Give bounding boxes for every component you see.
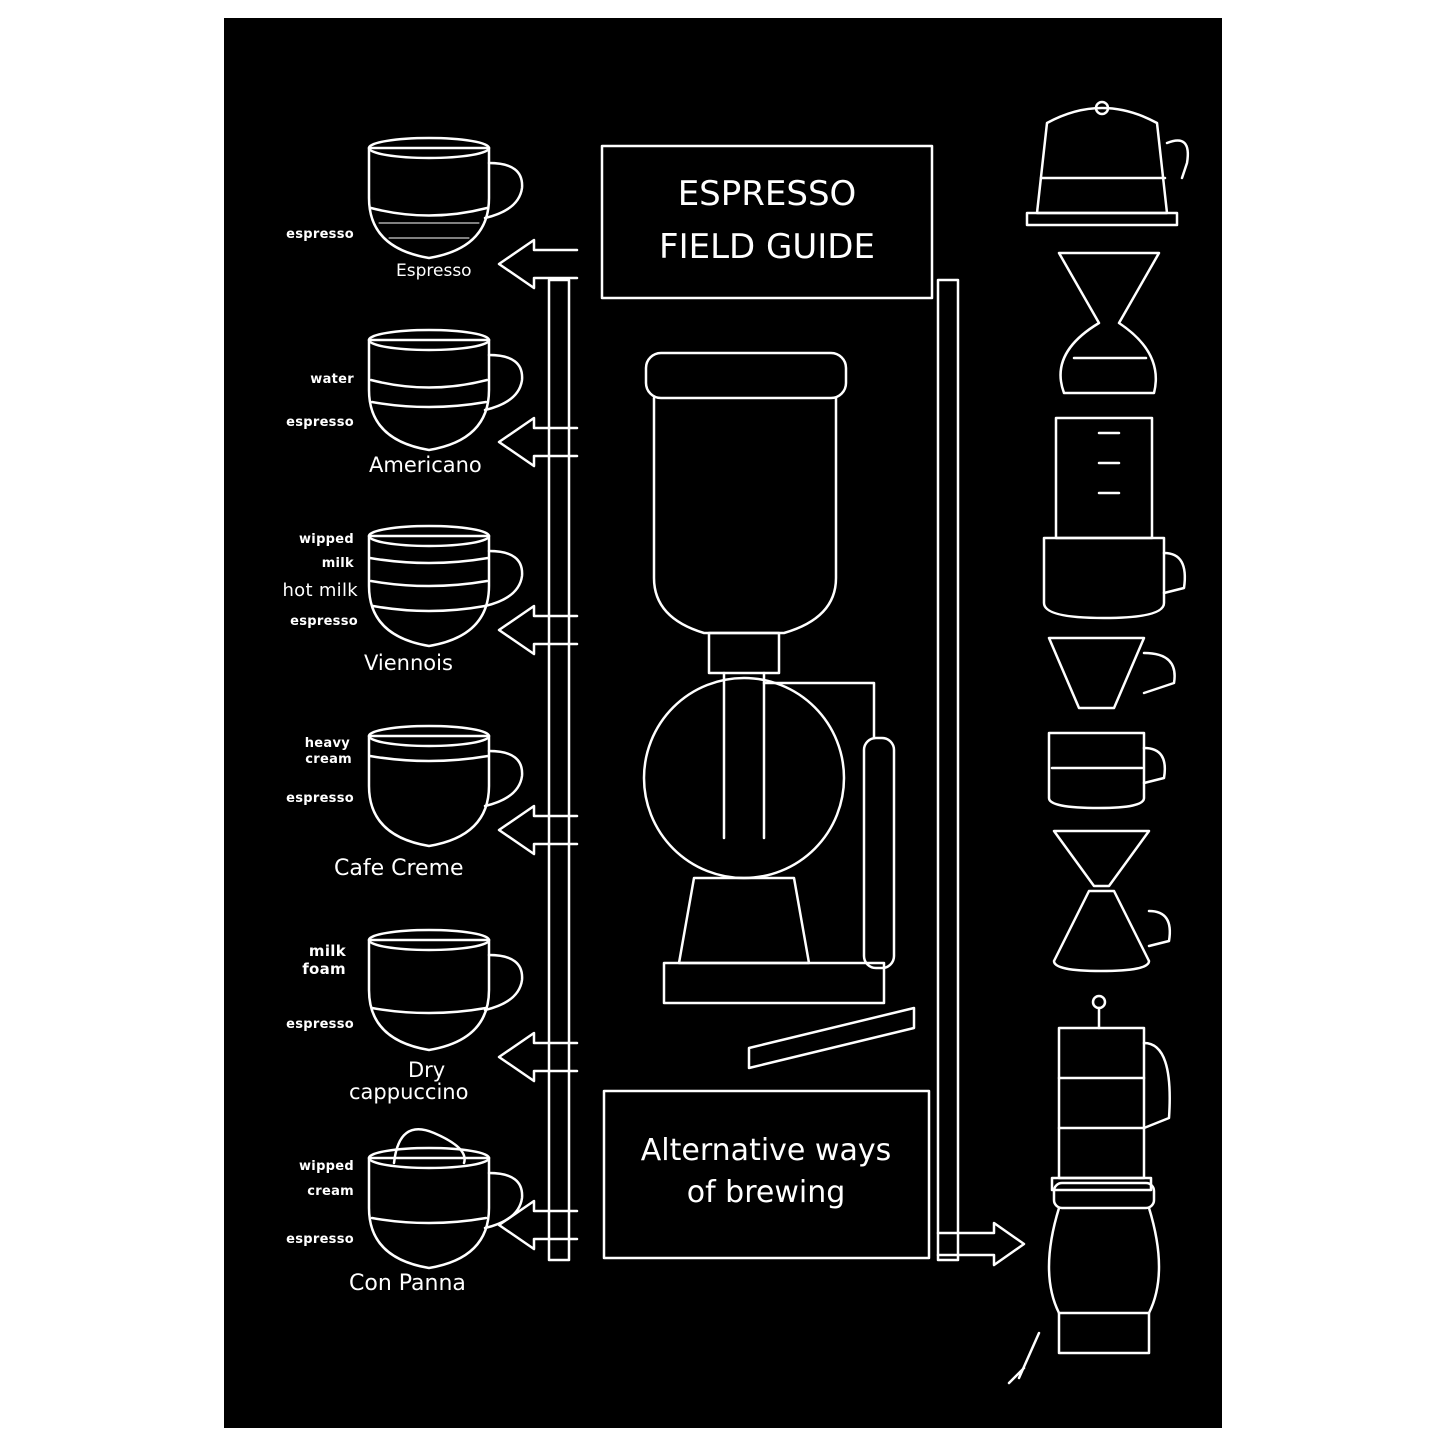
drink-dry-cappuccino-name-line-1: Dry xyxy=(408,1058,446,1082)
cup-dry-cappuccino-icon xyxy=(367,928,524,1052)
drink-dry-cappuccino-layer-2: foam xyxy=(302,960,346,978)
title-line-2: FIELD GUIDE xyxy=(659,226,875,267)
arrow-viennois xyxy=(497,604,579,656)
drink-viennois-layer-3: hot milk xyxy=(282,580,358,601)
title: ESPRESSO FIELD GUIDE xyxy=(617,168,917,273)
arrow-americano xyxy=(497,416,579,468)
drink-americano-layer-1: water xyxy=(310,372,354,387)
title-box xyxy=(600,144,934,300)
drink-con-panna-layer-2: cream xyxy=(307,1184,354,1199)
drink-cafe-creme-layer-3: espresso xyxy=(286,791,354,806)
french-press-icon xyxy=(1050,994,1171,1192)
drink-dry-cappuccino-name-line-2: cappuccino xyxy=(349,1080,469,1104)
subtitle-line-1: Alternative ways xyxy=(640,1133,892,1168)
cup-cafe-creme-icon xyxy=(367,724,524,848)
title-line-1: ESPRESSO xyxy=(677,174,857,214)
drink-americano-name: Americano xyxy=(369,453,482,477)
left-arrows xyxy=(497,238,579,1251)
arrow-dry-cappuccino xyxy=(497,1031,579,1083)
cup-viennois-icon xyxy=(367,524,524,648)
dripper-with-cup-icon xyxy=(1047,636,1176,810)
siphon-coffee-maker-icon xyxy=(642,351,916,1070)
subtitle-box xyxy=(602,1089,931,1260)
drink-viennois-layer-1: wipped xyxy=(299,532,354,547)
drink-viennois-layer-4: espresso xyxy=(290,614,358,629)
drink-americano-layer-2: espresso xyxy=(286,415,354,430)
illustration-layer xyxy=(367,100,1190,1385)
drink-cafe-creme-name: Cafe Creme xyxy=(334,856,464,881)
cup-espresso-icon xyxy=(367,136,524,260)
drink-viennois-layer-2: milk xyxy=(321,556,354,571)
cup-americano-icon xyxy=(367,328,524,452)
arrow-right xyxy=(936,1221,1026,1267)
drink-con-panna-name: Con Panna xyxy=(349,1271,466,1296)
moka-vacuum-icon xyxy=(1007,1181,1161,1385)
pour-over-kettle-icon xyxy=(1025,100,1190,227)
left-rail xyxy=(547,278,571,1262)
drink-cafe-creme-layer-1: heavy xyxy=(304,736,350,751)
right-rail xyxy=(936,278,960,1262)
drink-espresso-name: Espresso xyxy=(396,261,472,281)
drink-con-panna-layer-3: espresso xyxy=(286,1232,354,1247)
cup-con-panna-icon xyxy=(367,1128,524,1270)
drink-dry-cappuccino-layer-3: espresso xyxy=(286,1017,354,1032)
subtitle: Alternative ways of brewing xyxy=(611,1130,921,1214)
drink-con-panna-layer-1: wipped xyxy=(299,1159,354,1174)
drink-viennois-name: Viennois xyxy=(364,651,453,675)
subtitle-line-2: of brewing xyxy=(686,1175,846,1210)
v60-dripper-icon xyxy=(1052,829,1172,973)
arrow-cafe-creme xyxy=(497,804,579,856)
drink-espresso-layer-1: espresso xyxy=(286,227,354,242)
arrow-espresso xyxy=(497,238,579,290)
aeropress-icon xyxy=(1042,416,1187,620)
espresso-field-guide-poster: ESPRESSO FIELD GUIDE Alternative ways of… xyxy=(224,18,1222,1428)
drink-cafe-creme-layer-2: cream xyxy=(305,752,352,767)
drink-dry-cappuccino-layer-1: milk xyxy=(308,942,346,960)
arrow-con-panna xyxy=(497,1199,579,1251)
chemex-icon xyxy=(1057,251,1161,395)
